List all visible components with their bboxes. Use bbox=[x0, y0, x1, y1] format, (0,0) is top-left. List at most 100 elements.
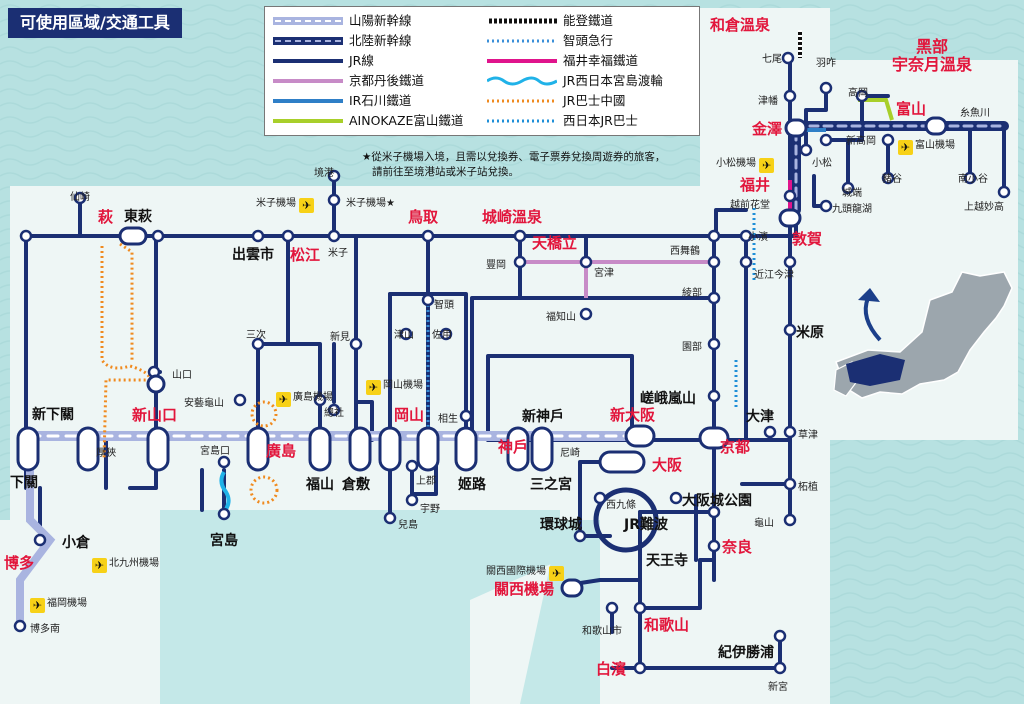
station-fukui: 福井 bbox=[740, 176, 771, 194]
station-nishikujo: 西九條 bbox=[606, 500, 636, 511]
station-kuzuryuko: 九頭龍湖 bbox=[832, 204, 872, 215]
jr-bus-chugoku-line-icon bbox=[487, 99, 557, 103]
station-nara: 奈良 bbox=[722, 538, 753, 556]
station-joetsu-myoko: 上越妙高 bbox=[964, 202, 1004, 213]
legend-label: JR巴士中國 bbox=[563, 93, 626, 108]
station-toyooka: 豐岡 bbox=[486, 260, 506, 271]
station-nishimaizuru: 西舞鶴 bbox=[670, 246, 700, 257]
station-sakaiminato: 境港 bbox=[314, 168, 334, 179]
station-shimonoseki: 下關 bbox=[10, 475, 38, 491]
hiroshima-airport-label: 廣島機場 bbox=[293, 392, 333, 403]
station-toyama-airport: ✈富山機場 bbox=[898, 136, 955, 155]
inland-sea-osaka-bay bbox=[520, 520, 600, 704]
land-area-kyushu bbox=[0, 520, 160, 704]
miyajima-ferry-line-icon bbox=[487, 76, 557, 86]
legend-label: 福井幸福鐵道 bbox=[563, 53, 639, 68]
station-sonobe: 園部 bbox=[682, 342, 702, 353]
station-kokura: 小倉 bbox=[62, 535, 90, 551]
legend: 山陽新幹線 北陸新幹線 JR線 京都丹後鐵道 IR石川鐵道 AINOKAZE富山… bbox=[264, 6, 700, 136]
station-hakui: 羽咋 bbox=[816, 58, 836, 69]
station-nanao: 七尾 bbox=[762, 54, 782, 65]
legend-label: IR石川鐵道 bbox=[349, 93, 412, 108]
station-himeji: 姬路 bbox=[458, 477, 486, 493]
station-itoigawa: 糸魚川 bbox=[960, 108, 990, 119]
station-amagasaki: 尼崎 bbox=[560, 448, 580, 459]
station-soja: 總社 bbox=[324, 408, 344, 419]
station-tsubata: 津幡 bbox=[758, 96, 778, 107]
station-uno: 宇野 bbox=[420, 504, 440, 515]
station-niimi: 新見 bbox=[330, 332, 350, 343]
okayama-airport-label: 岡山機場 bbox=[383, 380, 423, 391]
station-kii-katsuura: 紀伊勝浦 bbox=[718, 645, 774, 661]
station-komatsu-airport: 小松機場 ✈ bbox=[716, 154, 776, 173]
station-aki-kameyama: 安藝龜山 bbox=[184, 398, 224, 409]
station-josha: 城端 bbox=[842, 188, 862, 199]
station-jr-namba: JR難波 bbox=[624, 517, 668, 533]
station-inotani: 豬谷 bbox=[882, 174, 902, 185]
station-shin-kobe: 新神戶 bbox=[522, 409, 564, 425]
airplane-icon: ✈ bbox=[549, 566, 565, 581]
legend-label: JR西日本宮島渡輪 bbox=[563, 73, 663, 88]
chizu-express-line-icon bbox=[487, 39, 557, 43]
station-kamigori: 上郡 bbox=[416, 476, 436, 487]
map-title: 可使用區域/交通工具 bbox=[8, 8, 182, 38]
station-yonago-airport: 米子機場 ✈ bbox=[256, 194, 316, 213]
kansai-airport-st-label: 關西國際機場 bbox=[486, 566, 546, 577]
station-asa: 厚狹 bbox=[96, 448, 116, 459]
station-higashi-hagi: 東萩 bbox=[124, 209, 152, 225]
station-shin-yamaguchi: 新山口 bbox=[132, 406, 178, 424]
japan-highlight-region bbox=[846, 354, 905, 386]
airplane-icon: ✈ bbox=[299, 198, 315, 213]
major-stations bbox=[16, 116, 948, 598]
airplane-icon: ✈ bbox=[276, 392, 291, 407]
jr-line-icon bbox=[273, 59, 343, 63]
airplane-icon: ✈ bbox=[366, 380, 381, 395]
station-yonago: 米子 bbox=[328, 248, 348, 259]
legend-label: 西日本JR巴士 bbox=[563, 113, 638, 128]
happiline-fukui-line-icon bbox=[487, 59, 557, 63]
station-tottori: 鳥取 bbox=[408, 208, 439, 226]
station-obama: 小濱 bbox=[748, 232, 768, 243]
station-kurobe-unazuki: 黑部 宇奈月溫泉 bbox=[892, 37, 973, 74]
star-icon: ★ bbox=[386, 198, 395, 209]
station-hiroshima-airport: ✈廣島機場 bbox=[276, 388, 333, 407]
station-kinosaki: 城崎溫泉 bbox=[482, 208, 543, 226]
station-maibara: 米原 bbox=[796, 325, 824, 341]
station-universal-city: 環球城 bbox=[540, 517, 582, 533]
hokuriku-shinkansen-line-icon bbox=[273, 37, 343, 45]
station-izumoshi: 出雲市 bbox=[232, 247, 274, 263]
station-amanohashidate: 天橋立 bbox=[532, 234, 578, 252]
legend-label: 智頭急行 bbox=[563, 33, 614, 48]
station-echizen-hanado: 越前花堂 bbox=[730, 200, 770, 211]
airplane-icon: ✈ bbox=[759, 158, 775, 173]
ainokaze-line bbox=[858, 98, 894, 121]
station-komatsu: 小松 bbox=[812, 158, 832, 169]
station-shirahama: 白濱 bbox=[596, 660, 627, 678]
ainokaze-line-icon bbox=[273, 119, 343, 123]
osaka-loop bbox=[593, 487, 659, 553]
note-line-2: 請前往至境港站或米子站兌換。 bbox=[372, 166, 519, 178]
station-fukuoka-airport: ✈福岡機場 bbox=[30, 594, 87, 613]
station-yamaguchi: 山口 bbox=[172, 370, 192, 381]
noto-railway-line-icon bbox=[487, 18, 557, 24]
station-yonago-airport-st: 米子機場★ bbox=[346, 194, 395, 209]
station-fukuyama: 福山 bbox=[306, 477, 334, 493]
station-okayama: 岡山 bbox=[394, 406, 425, 424]
station-miyazu: 宮津 bbox=[594, 268, 614, 279]
locator-arrow bbox=[863, 297, 882, 342]
station-senzaki: 仙崎 bbox=[70, 192, 90, 203]
station-kyoto: 京都 bbox=[720, 438, 751, 456]
station-kitakyushu-airport: ✈北九州機場 bbox=[92, 554, 159, 573]
station-shin-osaka: 新大阪 bbox=[610, 406, 656, 424]
komatsu-airport-label: 小松機場 bbox=[716, 158, 756, 169]
station-minami-otari: 南小谷 bbox=[958, 174, 988, 185]
station-shin-takaoka: 新高岡 bbox=[846, 136, 876, 147]
station-miyoshi: 三次 bbox=[246, 330, 266, 341]
station-tsuge: 柘植 bbox=[798, 482, 818, 493]
west-jr-bus-line-icon bbox=[487, 119, 557, 123]
station-wakayamashi: 和歌山市 bbox=[582, 626, 622, 637]
station-wakura: 和倉溫泉 bbox=[710, 16, 771, 34]
station-miyajima: 宮島 bbox=[210, 533, 238, 549]
station-saga-arashiyama: 嵯峨嵐山 bbox=[640, 391, 696, 407]
station-shingu: 新宮 bbox=[768, 682, 788, 693]
